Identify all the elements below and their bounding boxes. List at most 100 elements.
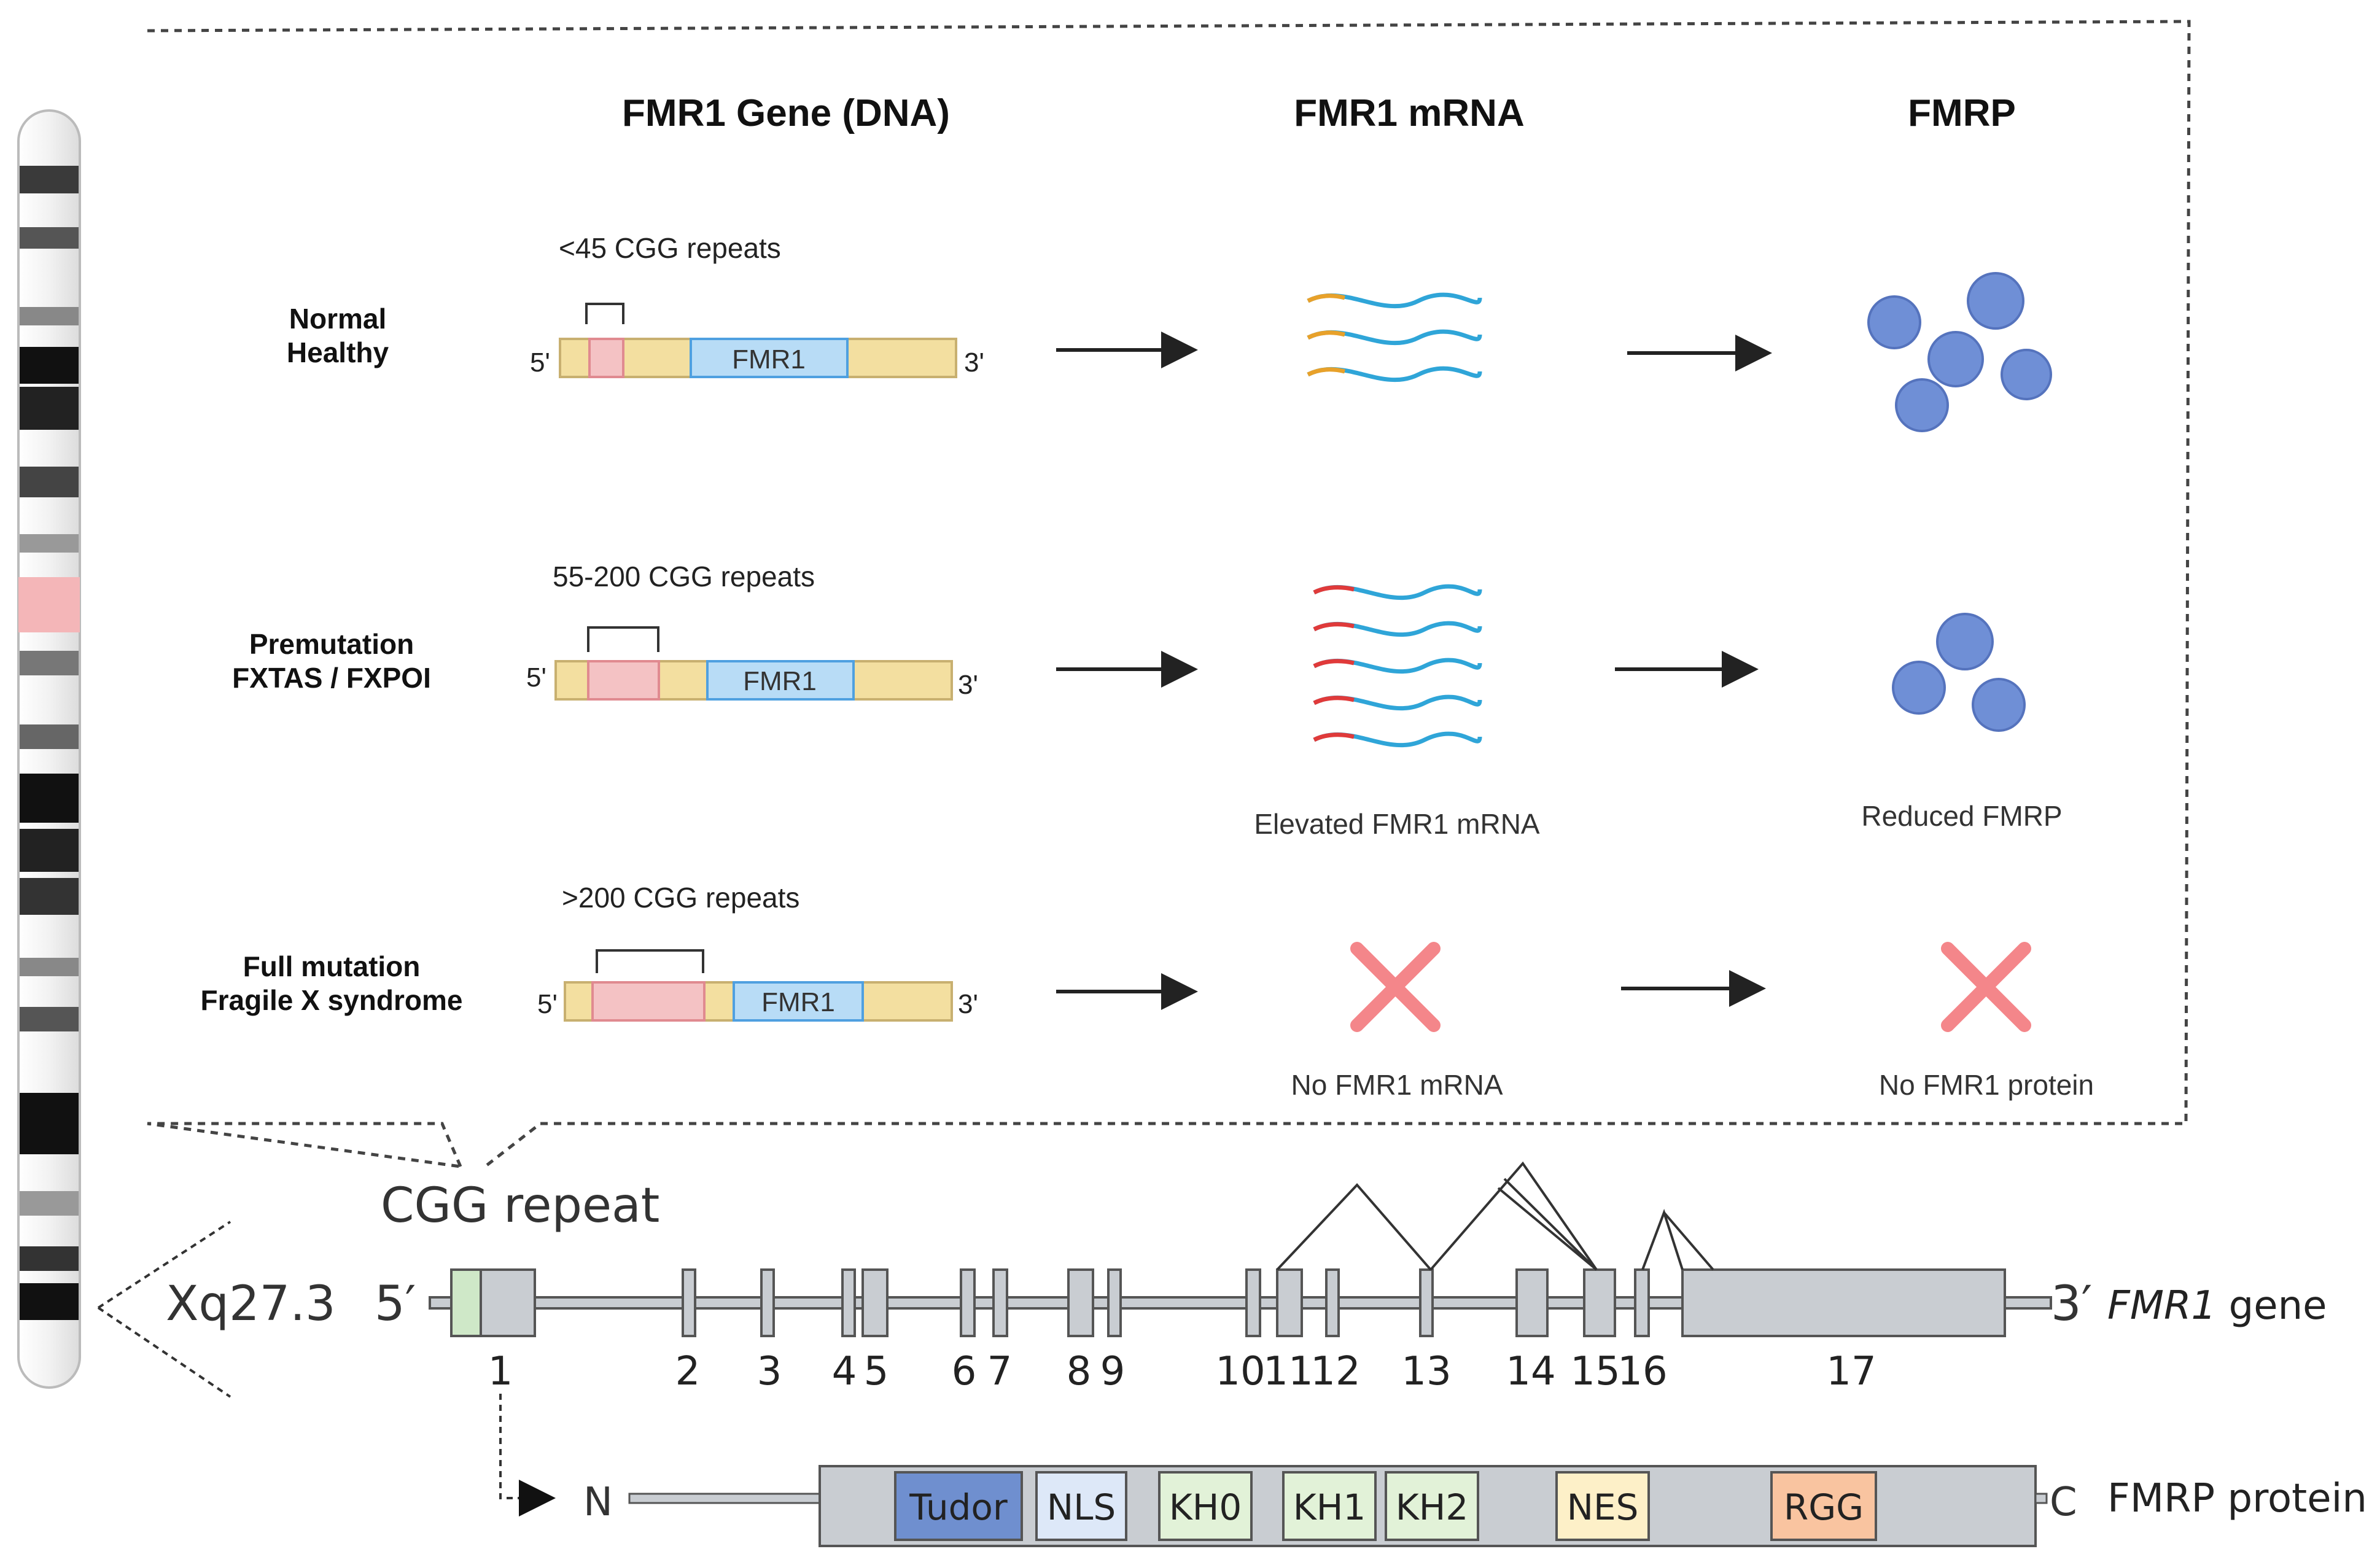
row-full-mutation: Full mutation Fragile X syndrome >200 CG… [201, 882, 2094, 1101]
coding-region [733, 981, 864, 1022]
exon-number: 14 [1506, 1349, 1555, 1394]
domain-label: KH1 [1293, 1486, 1366, 1528]
x-chromosome-ideogram [17, 109, 81, 1389]
gene-structure: CGG repeat 5′ [375, 1161, 2327, 1394]
exon-number: 13 [1401, 1349, 1451, 1394]
mrna-caption: No FMR1 mRNA [1291, 1069, 1503, 1101]
five-prime-label: 5' [537, 989, 558, 1019]
exon-number: 2 [675, 1349, 701, 1394]
gene-name-suffix: gene [2216, 1283, 2327, 1329]
column-header-mrna: FMR1 mRNA [1294, 92, 1524, 134]
domain-tudor: Tudor [894, 1471, 1023, 1541]
exon-number: 4 [832, 1349, 857, 1394]
row-normal: Normal Healthy <45 CGG repeats FMR1 5' 3… [287, 232, 2052, 432]
protein-n-terminus: N [583, 1480, 613, 1525]
no-mrna-cross-icon [1350, 942, 1441, 1032]
protein-c-terminus: C [2050, 1480, 2077, 1525]
cgg-exon [450, 1268, 482, 1337]
exon-number: 9 [1100, 1349, 1126, 1394]
exon-number: 5 [864, 1349, 889, 1394]
gene-three-prime: 3′ [2051, 1276, 2092, 1332]
three-prime-label: 3' [958, 670, 978, 700]
mrna-caption: Elevated FMR1 mRNA [1254, 808, 1540, 840]
domain-nes: NES [1555, 1471, 1650, 1541]
domain-nls: NLS [1035, 1471, 1127, 1541]
protein-caption: No FMR1 protein [1879, 1069, 2094, 1101]
locus-label: Xq27.3 [166, 1276, 336, 1332]
exon-boxes [450, 1268, 2006, 1337]
repeat-count-label: <45 CGG repeats [559, 232, 781, 264]
locus-callout [97, 1221, 231, 1398]
gene-bar: FMR1 [559, 338, 957, 378]
exon-number: 12 [1310, 1349, 1360, 1394]
exon-number: 16 [1617, 1349, 1667, 1394]
row-label-line2: Healthy [287, 336, 389, 368]
fmrp-protein-blobs [1867, 272, 2052, 432]
domain-kh2: KH2 [1385, 1471, 1479, 1541]
column-header-protein: FMRP [1908, 92, 2016, 134]
translation-arrowhead-icon [519, 1480, 556, 1516]
gene-bar-label: FMR1 [761, 987, 835, 1017]
gene-name-italic: FMR1 [2107, 1283, 2216, 1329]
mrna-strands [1307, 292, 1482, 383]
repeat-count-label: 55-200 CGG repeats [553, 561, 815, 592]
row-premutation: Premutation FXTAS / FXPOI 55-200 CGG rep… [232, 561, 2062, 840]
domain-label: KH0 [1169, 1486, 1242, 1528]
protein-linker [628, 1493, 821, 1504]
protein-structure: N Tudor NLS KH0 KH1 KH2 [499, 1394, 2367, 1547]
protein-name-label: FMRP protein [2107, 1476, 2367, 1521]
exon-number: 8 [1067, 1349, 1092, 1394]
cgg-repeat-region [591, 981, 706, 1022]
cgg-repeat-region [588, 338, 624, 378]
five-prime-label: 5' [530, 348, 550, 378]
exon-number: 7 [987, 1349, 1013, 1394]
exon-number: 17 [1826, 1349, 1876, 1394]
cgg-repeat-label: CGG repeat [381, 1178, 659, 1233]
coding-region [706, 660, 855, 701]
repeat-bracket [587, 626, 659, 652]
exon-number: 15 [1570, 1349, 1620, 1394]
domain-label: NES [1567, 1486, 1639, 1528]
domain-rgg: RGG [1770, 1471, 1877, 1541]
exon-number: 3 [757, 1349, 782, 1394]
gene-bar-label: FMR1 [743, 666, 817, 696]
row-label-line2: FXTAS / FXPOI [232, 662, 431, 694]
domain-label: NLS [1047, 1486, 1116, 1528]
repeat-bracket [596, 949, 704, 973]
no-protein-cross-icon [1941, 942, 2031, 1032]
three-prime-label: 3' [958, 989, 978, 1019]
repeat-bracket [585, 303, 624, 324]
alternative-splicing-lines [1276, 1161, 1714, 1271]
chromosome-bands [18, 166, 80, 1320]
row-label-line1: Normal [289, 303, 386, 335]
mrna-strands [1313, 584, 1482, 748]
domain-kh0: KH0 [1158, 1471, 1253, 1541]
protein-domains: Tudor NLS KH0 KH1 KH2 NES [894, 1471, 1877, 1541]
gene-name-label: FMR1 gene [2107, 1283, 2327, 1329]
row-label-line2: Fragile X syndrome [201, 984, 463, 1016]
domain-kh1: KH1 [1282, 1471, 1377, 1541]
domain-label: Tudor [909, 1486, 1008, 1528]
three-prime-label: 3' [964, 348, 984, 378]
protein-caption: Reduced FMRP [1861, 800, 2062, 832]
inset-panel [147, 20, 2191, 1169]
domain-label: RGG [1784, 1486, 1864, 1528]
protein-c-tail [2034, 1493, 2048, 1504]
exon-number: 6 [952, 1349, 977, 1394]
centromere [18, 577, 80, 632]
fmrp-protein-blobs [1892, 613, 2026, 732]
gene-five-prime: 5′ [375, 1276, 416, 1332]
five-prime-label: 5' [526, 662, 546, 693]
exon-number: 10 [1215, 1349, 1265, 1394]
coding-region [690, 338, 849, 378]
exon-number: 11 [1263, 1349, 1313, 1394]
domain-label: KH2 [1396, 1486, 1469, 1528]
gene-bar: FMR1 [564, 981, 953, 1022]
gene-bar: FMR1 [554, 660, 953, 701]
exon-number: 1 [488, 1349, 513, 1394]
exon-numbers: 1 2 3 4 5 6 7 8 9 10 11 12 13 14 15 16 1… [488, 1349, 1876, 1394]
cgg-repeat-region [587, 660, 660, 701]
repeat-count-label: >200 CGG repeats [562, 882, 799, 914]
row-label-line1: Full mutation [243, 950, 421, 982]
